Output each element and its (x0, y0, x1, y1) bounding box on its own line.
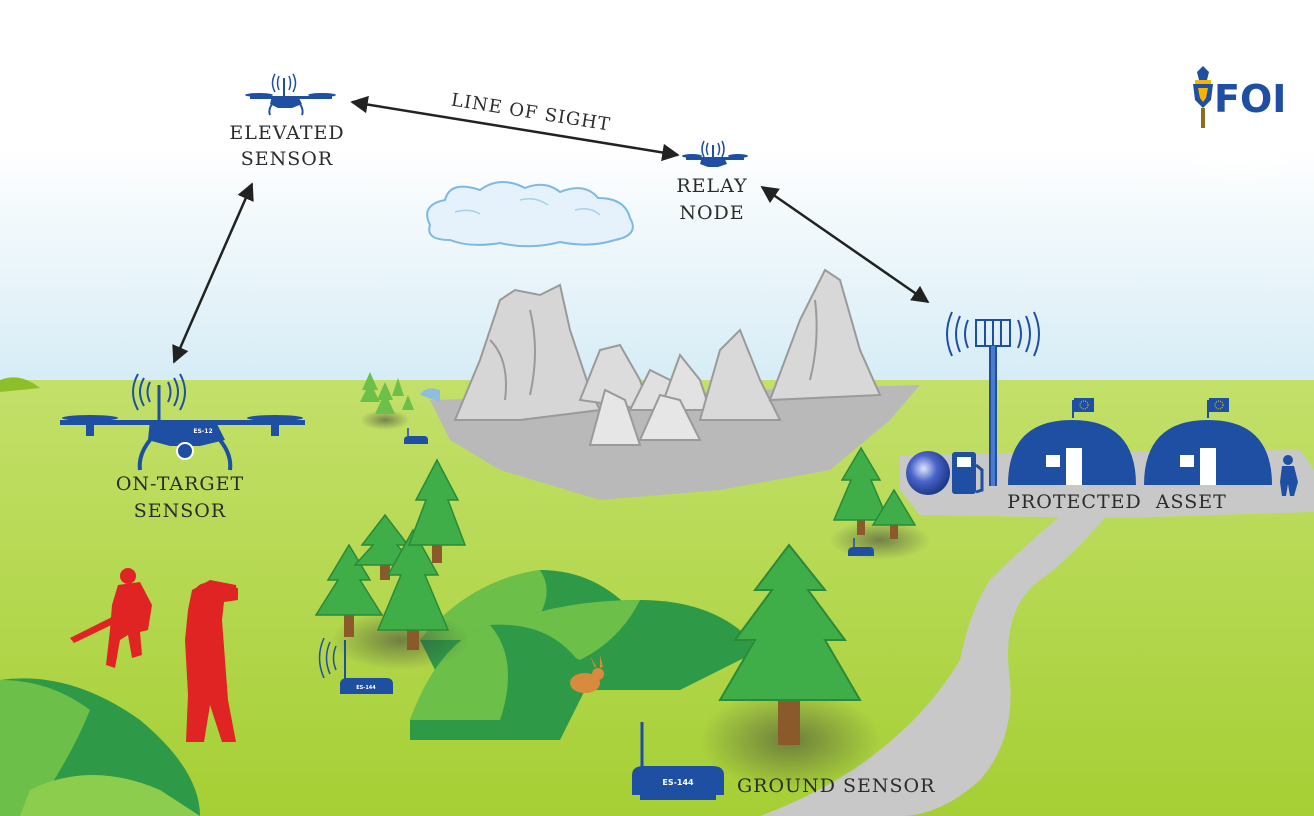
ground-sensor-hill: ES-144 (318, 637, 393, 694)
on-target-sensor-label-line1: ON-TARGET (116, 473, 244, 495)
elevated-sensor-drone (245, 73, 336, 116)
on-target-drone: ES-12 (60, 373, 305, 471)
logo-text: FOI (1214, 77, 1286, 121)
ground-sensor-code: ES-144 (662, 778, 694, 787)
tree-cluster-distant (360, 372, 414, 414)
hangar-dome-left (1008, 398, 1136, 485)
road (760, 500, 1120, 816)
enemy-soldier-binoculars (185, 580, 238, 742)
enemy-soldier-rifle (70, 568, 152, 668)
elevated-sensor-label-line2: SENSOR (241, 148, 333, 170)
left-hill-horizon (0, 377, 40, 392)
signal-waves-icon (701, 140, 725, 158)
ground-sensor-label: GROUND SENSOR (737, 775, 935, 797)
tree-cluster-right (832, 446, 917, 539)
sky (0, 0, 1314, 420)
elevated-sensor-label-line1: ELEVATED (229, 122, 344, 144)
hangar-dome-right (1144, 398, 1272, 485)
rabbit-icon (570, 655, 604, 693)
signal-waves-icon (271, 73, 297, 93)
hill-sensor-code: ES-144 (356, 685, 376, 691)
signal-waves-icon (318, 637, 337, 679)
link-arrow-elevated-to-target (172, 182, 254, 364)
logo-backdrop (1145, 0, 1314, 185)
signal-waves-icon (946, 311, 1040, 357)
mountain-range (420, 268, 920, 500)
tree-large (718, 543, 862, 745)
ground-sensor-main: ES-144 (632, 722, 724, 800)
tree-shadow (830, 520, 930, 560)
relay-node-drone (682, 140, 748, 167)
ground-sensor-small (848, 538, 874, 556)
drone-code: ES-12 (193, 428, 212, 435)
comm-tower (946, 311, 1040, 486)
link-arrow-relay-to-base (760, 185, 930, 304)
signal-waves-icon (132, 373, 186, 411)
relay-node-label-line2: NODE (679, 202, 744, 224)
foi-logo: FOI (1193, 66, 1286, 128)
fuel-tank (906, 451, 950, 495)
guard-soldier (1280, 455, 1298, 496)
green-hills (0, 570, 760, 816)
fuel-pump-icon (952, 452, 984, 494)
on-target-sensor-label-line2: SENSOR (134, 500, 226, 522)
link-arrow-line-of-sight (350, 95, 680, 162)
relay-node-label-line1: RELAY (676, 175, 747, 197)
tree-cluster-left (314, 458, 467, 650)
crest-icon (1193, 66, 1213, 128)
tree-shadow (360, 410, 410, 430)
protected-asset-label: PROTECTED ASSET (1007, 491, 1227, 513)
ground-sensor-distant (404, 428, 428, 444)
cloud (426, 181, 634, 248)
